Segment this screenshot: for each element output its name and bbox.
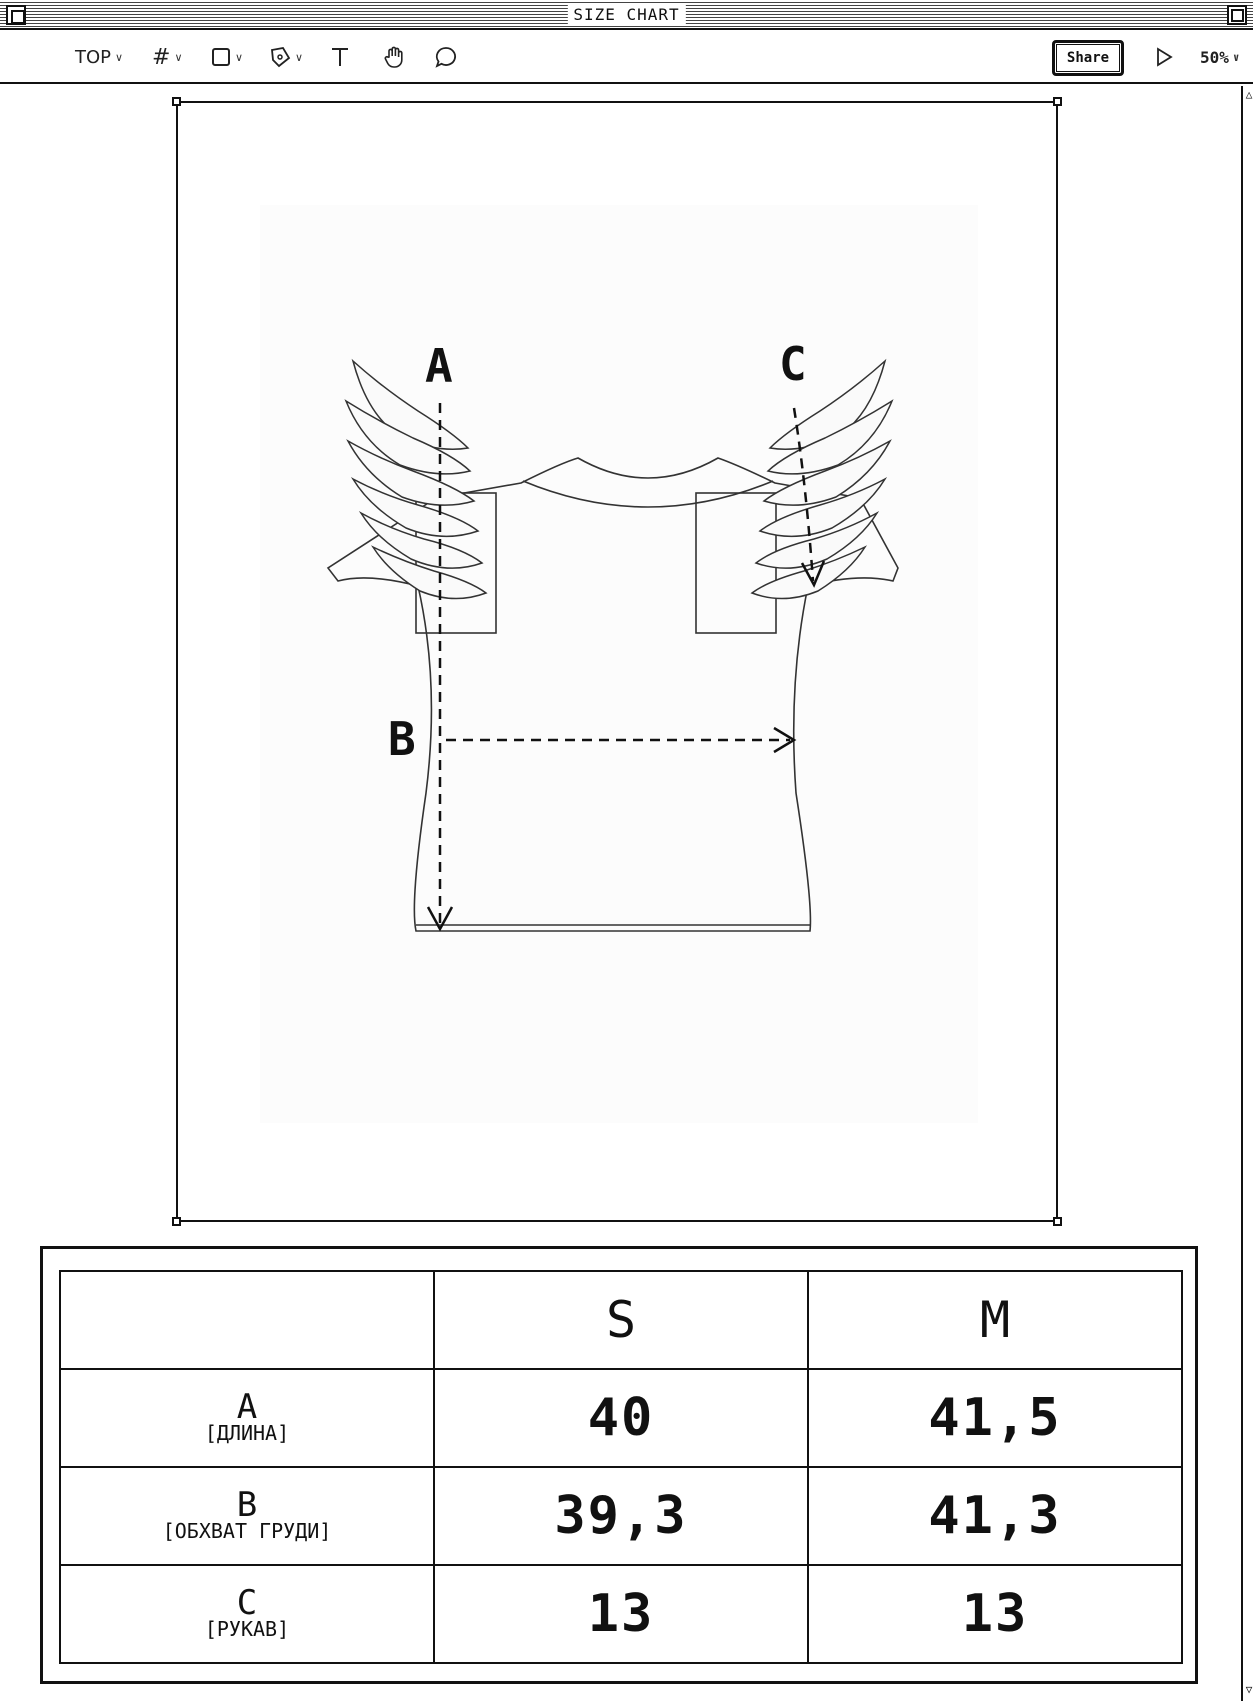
row-name: [РУКАВ] [204, 1617, 290, 1641]
shape-tool[interactable]: ∨ [211, 42, 243, 72]
row-label: A [ДЛИНА] [59, 1368, 435, 1468]
chevron-down-icon: ∨ [1232, 50, 1240, 64]
grid-icon: # [152, 44, 171, 70]
diagram-label-c: C [779, 337, 807, 391]
chevron-down-icon: ∨ [295, 50, 304, 64]
arrowhead-b [773, 726, 797, 754]
chevron-down-icon: ∨ [174, 50, 183, 64]
scroll-up-icon[interactable]: △ [1245, 88, 1253, 101]
resize-handle-bottom-left[interactable] [172, 1217, 181, 1226]
tshirt-measurement-diagram: A B C [326, 337, 899, 932]
row-letter: C [236, 1583, 258, 1623]
text-icon [332, 48, 348, 66]
share-button[interactable]: Share [1052, 40, 1124, 76]
pen-tool[interactable]: ∨ [269, 42, 303, 72]
row-letter: A [236, 1387, 258, 1427]
tshirt-outline [326, 457, 899, 932]
comment-tool[interactable] [434, 42, 458, 72]
window-zoom-box[interactable] [1227, 5, 1247, 25]
table-row: A [ДЛИНА] 40 41,5 [59, 1368, 1183, 1468]
diagram-label-b: B [388, 712, 416, 766]
chevron-down-icon: ∨ [235, 50, 244, 64]
frame-selector[interactable]: TOP ∨ [75, 42, 123, 72]
toolbar: TOP ∨ # ∨ ∨ ∨ Share 50% ∨ [0, 30, 1253, 84]
cell-value: 13 [433, 1564, 809, 1664]
rectangle-icon [212, 48, 230, 66]
vertical-scrollbar[interactable]: △ ▽ [1241, 86, 1253, 1701]
pen-icon [271, 47, 291, 68]
tshirt-neckline [522, 480, 774, 508]
cell-value: 13 [807, 1564, 1183, 1664]
table-row: B [ОБХВАТ ГРУДИ] 39,3 41,3 [59, 1466, 1183, 1566]
arrowhead-c [800, 560, 826, 588]
size-column-m: M [807, 1270, 1183, 1370]
size-table-container: S M A [ДЛИНА] 40 41,5 B [ОБХВАТ ГРУДИ] 3… [40, 1246, 1198, 1684]
resize-handle-bottom-right[interactable] [1053, 1217, 1062, 1226]
measurement-line-c [792, 407, 815, 582]
window-title: SIZE CHART [567, 4, 686, 26]
table-header-row: S M [59, 1270, 1183, 1370]
row-label: C [РУКАВ] [59, 1564, 435, 1664]
window-close-box[interactable] [6, 5, 26, 25]
scroll-down-icon[interactable]: ▽ [1245, 1683, 1253, 1696]
text-tool[interactable] [330, 42, 350, 72]
size-table: S M A [ДЛИНА] 40 41,5 B [ОБХВАТ ГРУДИ] 3… [59, 1270, 1183, 1664]
hand-icon [384, 46, 403, 68]
row-letter: B [236, 1485, 258, 1525]
zoom-selector[interactable]: 50% ∨ [1200, 42, 1240, 72]
row-label: B [ОБХВАТ ГРУДИ] [59, 1466, 435, 1566]
cell-value: 39,3 [433, 1466, 809, 1566]
resize-handle-top-right[interactable] [1053, 97, 1062, 106]
table-row: C [РУКАВ] 13 13 [59, 1564, 1183, 1664]
present-button[interactable] [1155, 42, 1173, 72]
frame-selector-label: TOP [75, 46, 112, 68]
canvas-frame[interactable]: A B C [172, 97, 1062, 1226]
arrowhead-a [426, 906, 454, 932]
hand-tool[interactable] [383, 42, 407, 72]
resize-handle-top-left[interactable] [172, 97, 181, 106]
comment-icon [435, 47, 457, 68]
cell-value: 41,5 [807, 1368, 1183, 1468]
diagram-label-a: A [425, 339, 453, 393]
cell-value: 40 [433, 1368, 809, 1468]
row-name: [ДЛИНА] [204, 1421, 290, 1445]
zoom-level: 50% [1200, 47, 1229, 67]
play-icon [1157, 47, 1173, 67]
grid-tool[interactable]: # ∨ [152, 42, 183, 72]
chevron-down-icon: ∨ [115, 50, 124, 64]
table-header-empty [59, 1270, 435, 1370]
cell-value: 41,3 [807, 1466, 1183, 1566]
sketch-background [260, 205, 978, 1123]
size-column-s: S [433, 1270, 809, 1370]
window-title-bar[interactable]: SIZE CHART [0, 0, 1253, 30]
row-name: [ОБХВАТ ГРУДИ] [162, 1519, 332, 1543]
